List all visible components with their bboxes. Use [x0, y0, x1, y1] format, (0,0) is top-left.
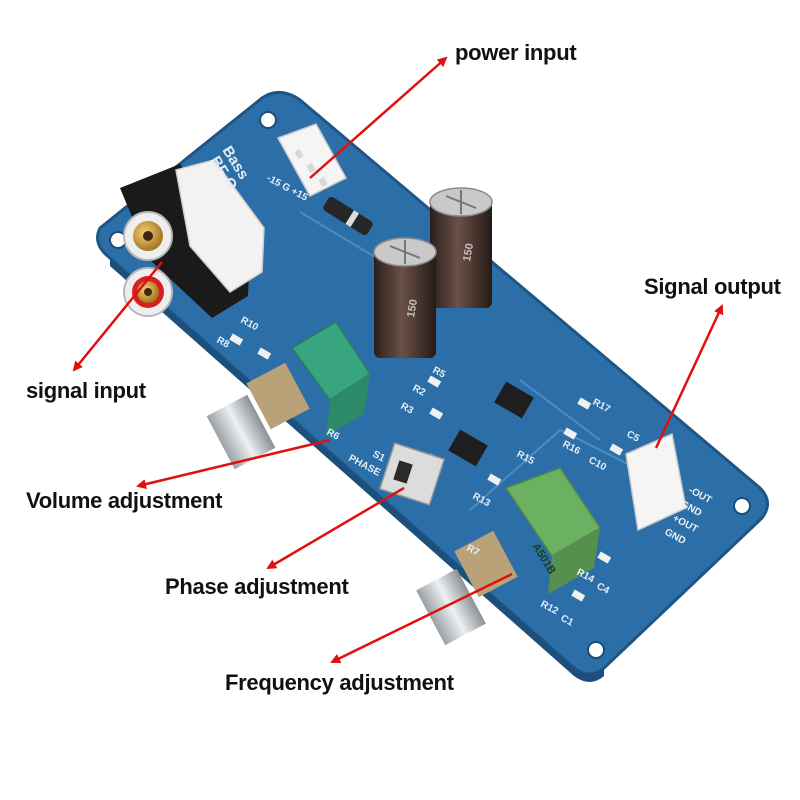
- trace: [519, 379, 601, 441]
- arrow-volume: [136, 438, 331, 489]
- capacitor-value: 150: [405, 298, 420, 318]
- callout-signal-input: signal input: [26, 378, 146, 403]
- callout-volume-adjustment: Volume adjustment: [26, 488, 223, 513]
- volume-potentiometer: [206, 320, 372, 470]
- silk-c4: C4: [595, 581, 612, 597]
- trace: [469, 428, 641, 511]
- signal-output-connector: [625, 432, 687, 532]
- arrow-phase: [266, 486, 405, 570]
- silk-s1: S1: [371, 449, 387, 465]
- power-connector: [276, 123, 348, 197]
- silk-r5: R5: [431, 365, 448, 381]
- frequency-potentiometer: [416, 467, 602, 646]
- silk-r2: R2: [411, 383, 428, 399]
- diode: [323, 196, 373, 236]
- ic-chip: [448, 429, 488, 467]
- electrolytic-capacitor: [429, 187, 493, 308]
- silk-r3: R3: [399, 401, 416, 417]
- capacitor-value: 150: [461, 242, 476, 262]
- arrow-power-input: [309, 56, 448, 179]
- arrow-signal-input: [72, 261, 163, 372]
- callout-signal-output: Signal output: [644, 274, 781, 299]
- arrow-signal-output: [654, 304, 724, 449]
- callout-frequency-adjustment: Frequency adjustment: [225, 670, 454, 695]
- electrolytic-capacitor: [373, 237, 437, 358]
- mounting-hole: [587, 641, 605, 659]
- arrow-frequency: [330, 572, 513, 664]
- silk-r8: R8: [215, 335, 232, 351]
- phase-switch: [378, 442, 446, 506]
- callout-arrows: [72, 56, 724, 664]
- ic-chip: [494, 381, 534, 419]
- callout-phase-adjustment: Phase adjustment: [165, 574, 349, 599]
- silk-c5: C5: [625, 429, 642, 445]
- callout-power-input: power input: [455, 40, 577, 65]
- silk-r7: R7: [465, 543, 482, 559]
- mounting-hole: [733, 497, 751, 515]
- mounting-hole: [259, 111, 277, 129]
- silk-c1: C1: [559, 613, 576, 629]
- silk-r6: R6: [325, 427, 342, 443]
- rca-input-jack: [120, 159, 265, 318]
